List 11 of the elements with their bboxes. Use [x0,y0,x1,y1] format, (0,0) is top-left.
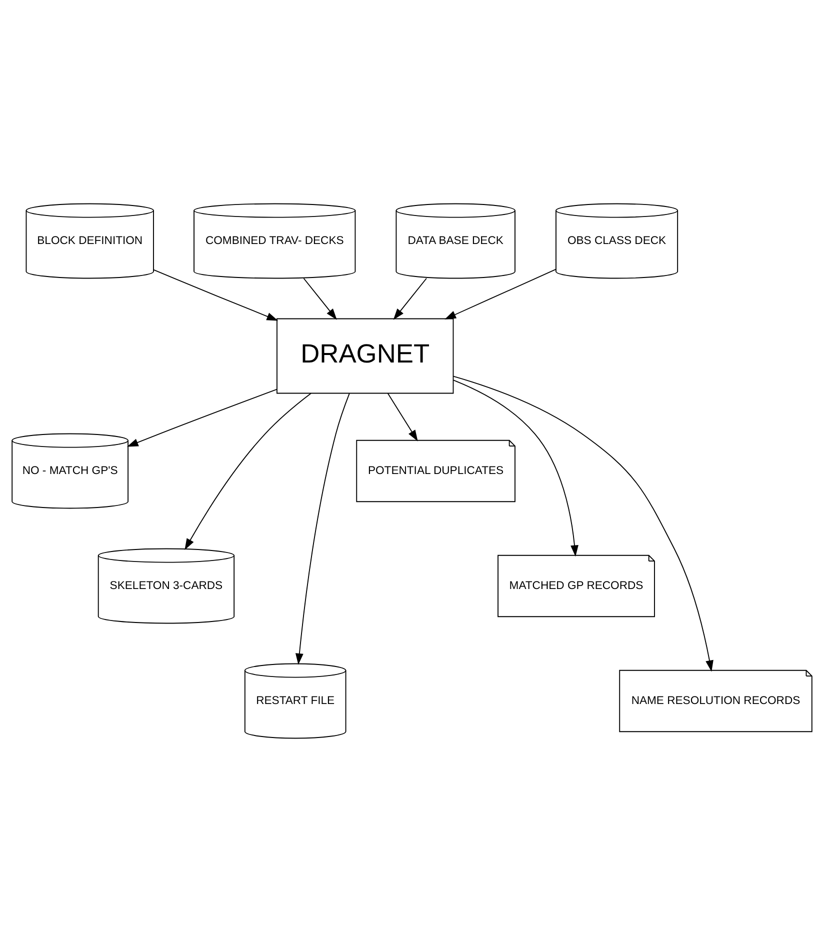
arrow [444,268,556,319]
node-box: DRAGNET [276,318,454,394]
arrow [453,375,714,672]
arrow [303,277,337,320]
arrow [126,388,278,446]
arrow [393,277,427,320]
arrow [387,392,418,441]
arrow [153,268,278,320]
arrow [184,392,312,550]
arrow [453,379,578,556]
arrow [295,392,350,664]
